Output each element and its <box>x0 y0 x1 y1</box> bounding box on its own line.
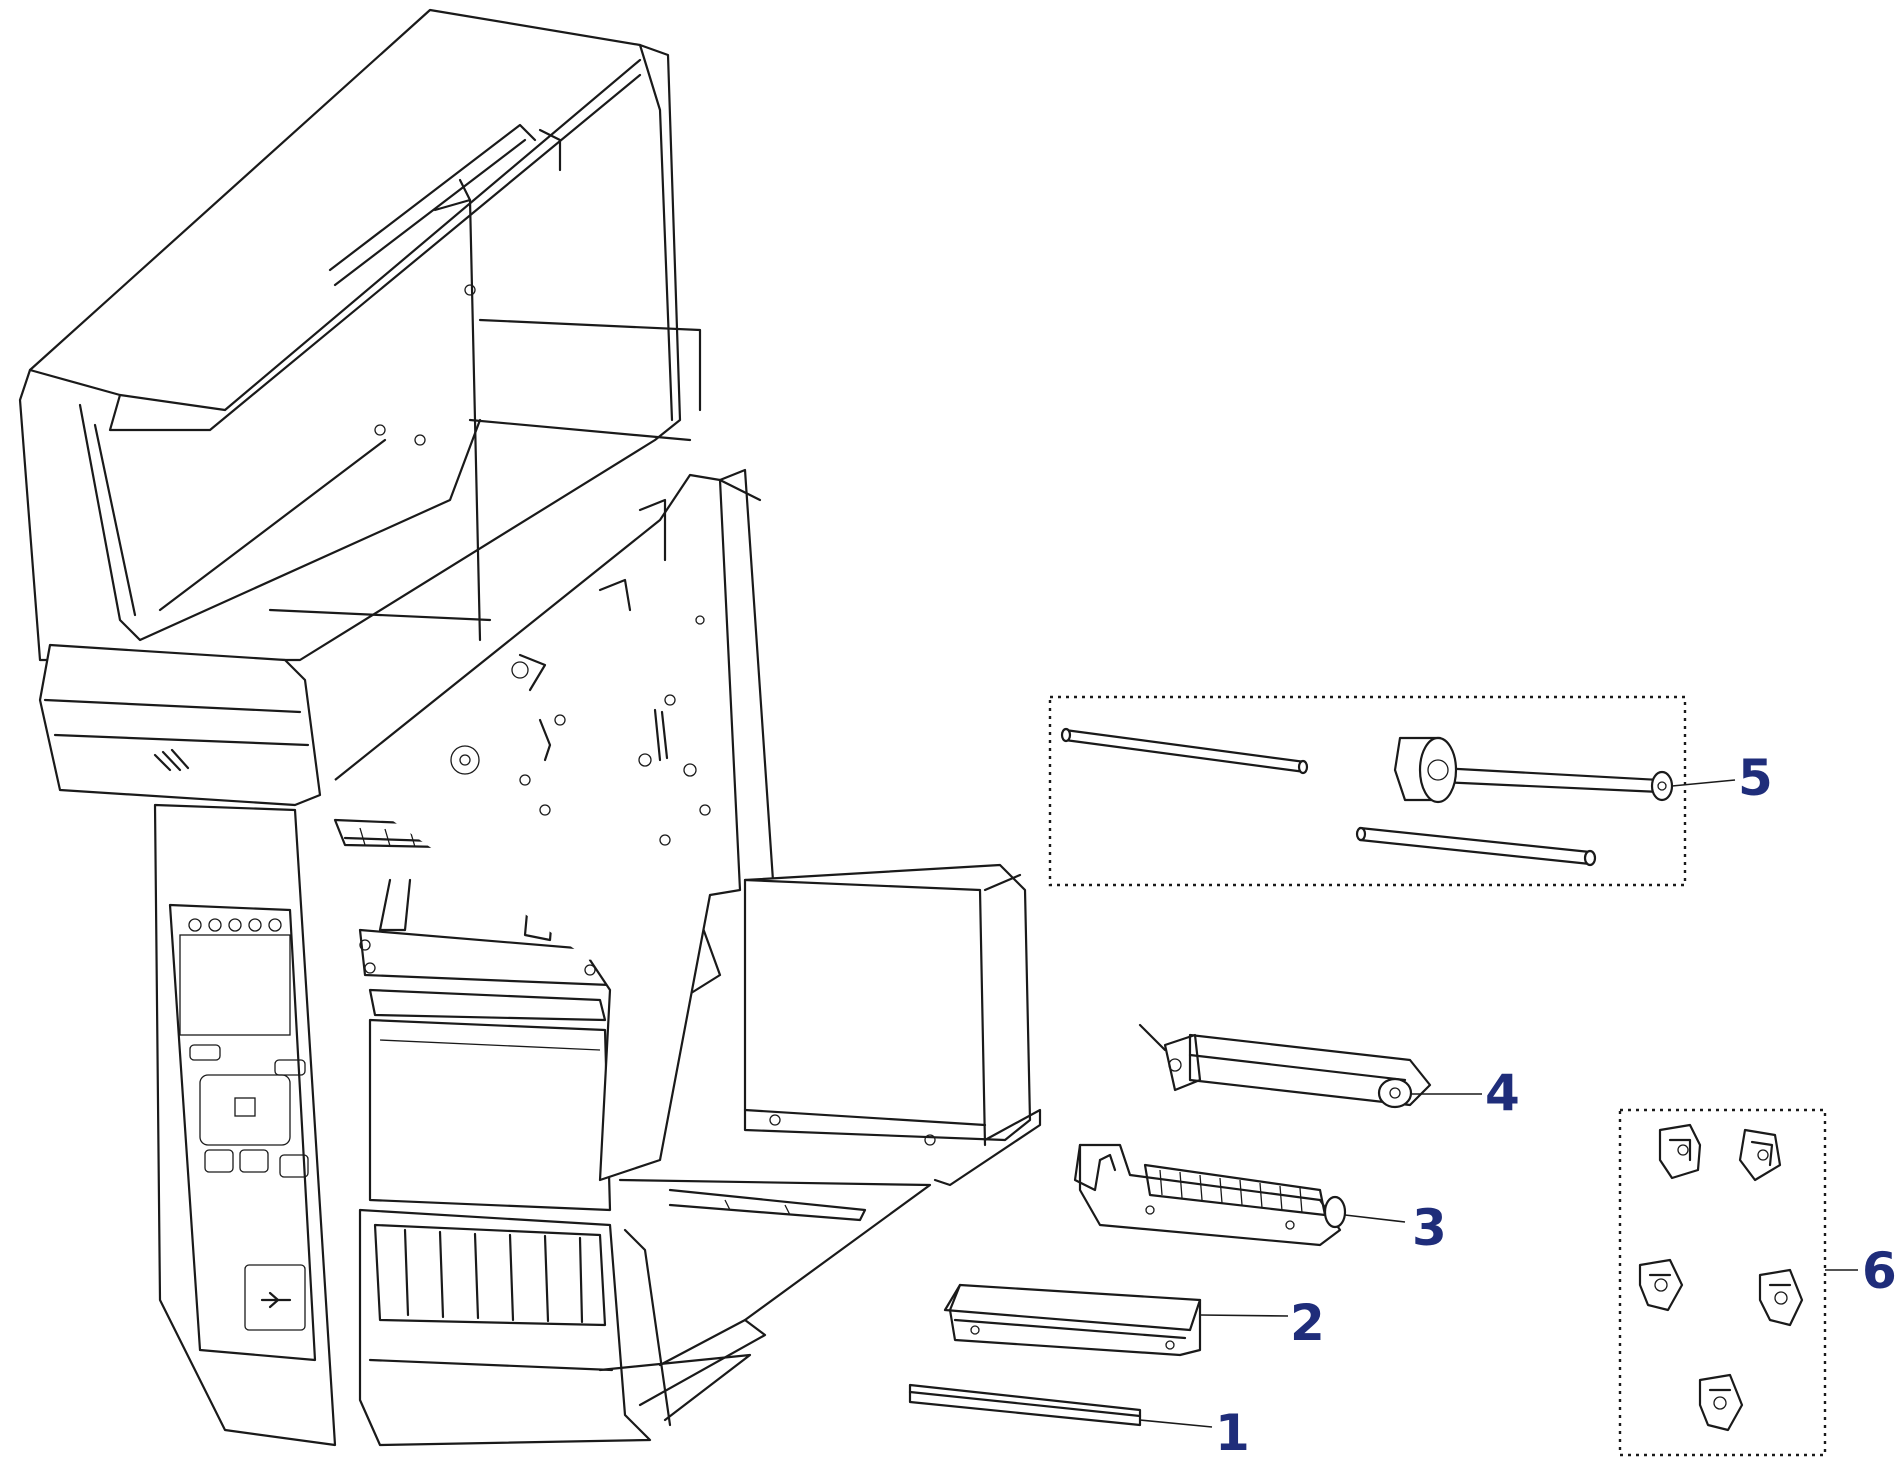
indicator-light <box>268 918 282 932</box>
main-frame <box>334 468 777 1182</box>
indicator-light <box>188 918 202 932</box>
indicator-light <box>208 918 222 932</box>
part-6-group-box <box>1618 1108 1827 1457</box>
part-6-clip-set <box>1618 1108 1827 1457</box>
part-3-platen-roller <box>1073 1143 1347 1247</box>
indicator-light <box>228 918 242 932</box>
control-panel <box>153 803 337 1447</box>
clip <box>1698 1373 1744 1432</box>
callout-1: 1 <box>1215 1404 1250 1461</box>
soft-key-left <box>189 1044 221 1061</box>
media-cover <box>18 8 702 662</box>
callout-4: 4 <box>1485 1064 1520 1122</box>
top-bezel <box>38 643 322 807</box>
printer-body <box>18 8 1042 1447</box>
part-5-group-box <box>1048 695 1687 887</box>
printer-housing <box>358 1208 752 1447</box>
indicator-light <box>248 918 262 932</box>
panel-key <box>204 1149 234 1173</box>
spindle-rod-lower <box>1355 826 1597 867</box>
soft-key-right <box>274 1059 306 1076</box>
part-4-roller-assembly <box>1138 1023 1432 1109</box>
media-compartment <box>743 863 1042 1187</box>
panel-key <box>239 1149 269 1173</box>
clip <box>1758 1268 1804 1327</box>
leader-lines <box>1139 779 1858 1428</box>
ok-key <box>234 1097 256 1117</box>
usb-port-cover <box>244 1264 306 1331</box>
lcd-display <box>179 934 291 1036</box>
callout-6: 6 <box>1862 1242 1897 1300</box>
media-tray <box>618 1178 932 1407</box>
navigation-pad <box>199 1074 291 1146</box>
callout-5: 5 <box>1738 749 1773 807</box>
callout-2: 2 <box>1290 1294 1325 1352</box>
leader-line-5 <box>1671 779 1736 787</box>
clip <box>1738 1128 1782 1182</box>
panel-key <box>279 1154 309 1178</box>
callout-labels: 1 2 3 4 5 6 <box>1215 749 1897 1461</box>
leader-line-3 <box>1344 1214 1406 1223</box>
leader-line-2 <box>1199 1314 1289 1317</box>
part-2-peel-cover <box>943 1283 1202 1357</box>
callout-3: 3 <box>1412 1199 1447 1257</box>
part-5-spindle-set <box>1048 695 1687 887</box>
part-1-tear-bar <box>908 1383 1142 1427</box>
spindle-rod-upper <box>1060 727 1309 775</box>
usb-icon <box>260 1291 292 1309</box>
clip <box>1638 1258 1684 1312</box>
clip <box>1658 1123 1702 1180</box>
leader-line-1 <box>1139 1419 1213 1428</box>
spindle-with-hub <box>1393 736 1674 804</box>
zebra-logo-icon <box>153 748 190 772</box>
